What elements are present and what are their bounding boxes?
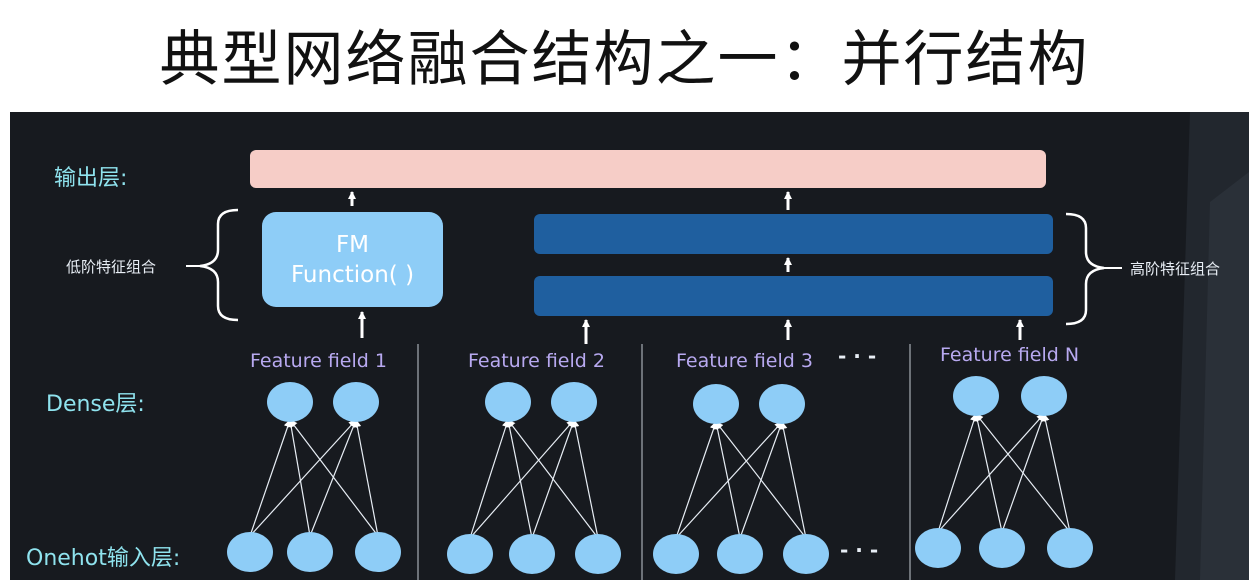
- onehot-layer-label: Onehot输入层:: [26, 546, 181, 571]
- onehot-node: [717, 534, 763, 574]
- fm-block-line1: FM: [335, 231, 370, 258]
- dense-node: [333, 382, 379, 422]
- ellipsis-top: - · -: [838, 344, 877, 368]
- field-separators: [417, 344, 911, 580]
- connections-field-n: [937, 413, 1071, 533]
- feature-field-label: Feature field N: [940, 344, 1080, 366]
- hidden-layer-bar-2: [534, 276, 1053, 316]
- fm-function-block: FM Function( ): [262, 212, 443, 307]
- onehot-node: [1047, 528, 1093, 568]
- onehot-node: [447, 534, 493, 574]
- dense-node: [953, 376, 999, 416]
- dense-nodes: [267, 376, 1067, 424]
- onehot-node: [979, 528, 1025, 568]
- connections-field-3: [675, 421, 807, 539]
- left-brace: [199, 208, 239, 322]
- onehot-node: [287, 532, 333, 572]
- onehot-node: [575, 534, 621, 574]
- onehot-nodes: [227, 528, 1093, 574]
- connections-field-1: [249, 419, 379, 537]
- low-order-label: 低阶特征组合: [66, 258, 157, 276]
- dense-node: [485, 382, 531, 422]
- dense-node: [1021, 376, 1067, 416]
- output-layer-label: 输出层:: [54, 166, 128, 191]
- background-shade-2: [1200, 172, 1249, 580]
- dense-node: [693, 384, 739, 424]
- diagram-canvas: [186, 112, 1249, 580]
- layer-arrows: [348, 191, 1024, 344]
- dense-node: [551, 382, 597, 422]
- feature-field-label: Feature field 2: [468, 350, 605, 372]
- hidden-layer-bar-1: [534, 214, 1053, 254]
- onehot-node: [355, 532, 401, 572]
- diagram-panel: 输出层: 低阶特征组合 高阶特征组合 Dense层: Onehot输入层: FM…: [10, 112, 1249, 580]
- onehot-node: [227, 532, 273, 572]
- dense-node: [759, 384, 805, 424]
- feature-field-label: Feature field 3: [676, 350, 813, 372]
- fm-block-line2: Function( ): [290, 261, 415, 288]
- onehot-node: [915, 528, 961, 568]
- dense-node: [267, 382, 313, 422]
- dense-layer-label: Dense层:: [46, 392, 145, 417]
- output-layer-bar: [250, 150, 1046, 188]
- onehot-node: [509, 534, 555, 574]
- high-order-label: 高阶特征组合: [1130, 260, 1221, 278]
- ellipsis-bottom: - · -: [840, 538, 879, 562]
- right-brace: [1065, 212, 1105, 326]
- onehot-node: [653, 534, 699, 574]
- connections-field-2: [469, 419, 599, 539]
- slide-title: 典型网络融合结构之一：并行结构: [159, 24, 1090, 95]
- feature-field-label: Feature field 1: [250, 350, 387, 372]
- onehot-node: [783, 534, 829, 574]
